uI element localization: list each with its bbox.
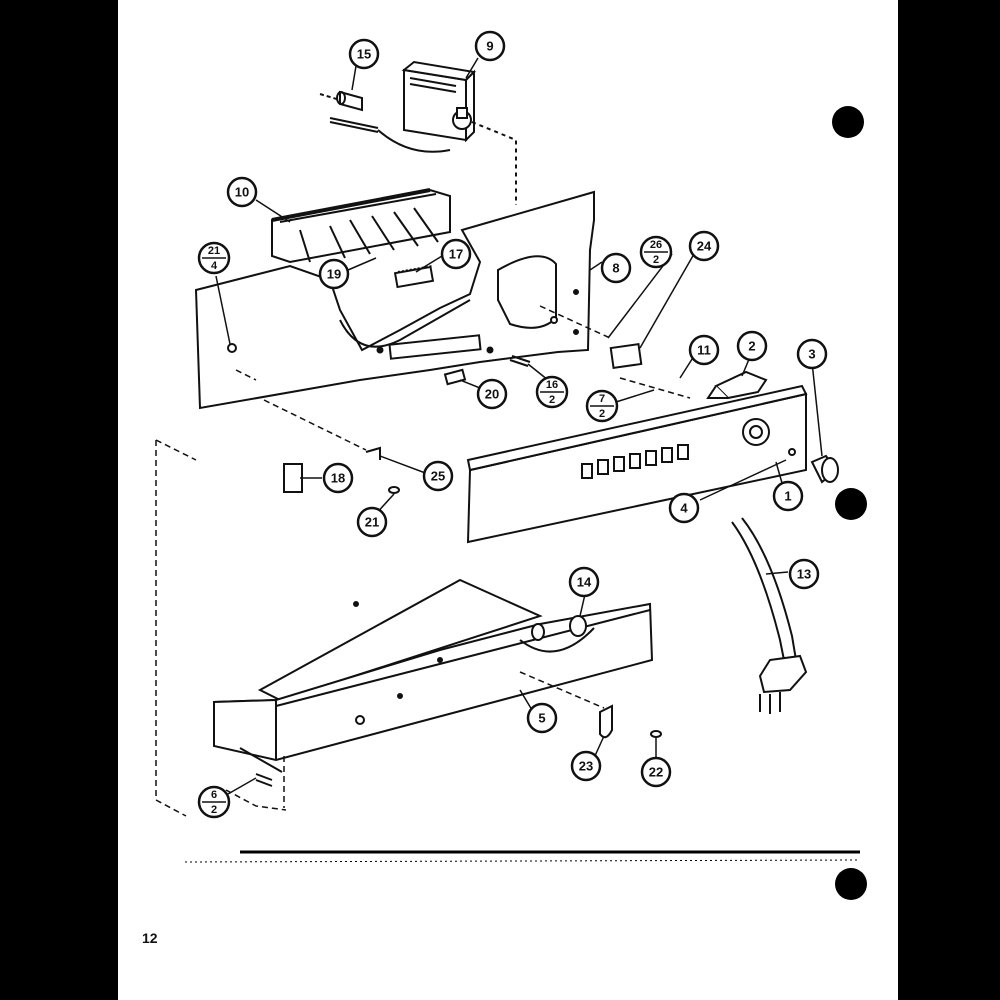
page-number: 12 (142, 930, 158, 946)
part-6-screw (255, 773, 273, 787)
svg-text:21: 21 (208, 245, 220, 257)
callout-1: 1 (772, 480, 804, 512)
svg-text:2: 2 (211, 804, 217, 816)
svg-text:7: 7 (599, 393, 605, 405)
callout-15: 15 (348, 38, 380, 70)
part-14-grommet (569, 615, 587, 637)
callout-20: 20 (476, 378, 508, 410)
callout-11: 11 (688, 334, 720, 366)
svg-text:26: 26 (650, 239, 662, 251)
svg-text:4: 4 (680, 501, 688, 516)
svg-text:18: 18 (331, 471, 345, 486)
part-control-box (377, 60, 517, 205)
part-knob (810, 454, 839, 484)
callout-8: 8 (600, 252, 632, 284)
callout-19: 19 (318, 258, 350, 290)
svg-text:15: 15 (357, 47, 371, 62)
part-front-panel-plate (466, 384, 808, 544)
punch-hole-middle (835, 488, 867, 520)
svg-text:13: 13 (797, 567, 811, 582)
svg-text:17: 17 (449, 247, 463, 262)
svg-text:10: 10 (235, 185, 249, 200)
bottom-rule-dotted (184, 859, 861, 863)
callout-13: 13 (788, 558, 820, 590)
svg-text:19: 19 (327, 267, 341, 282)
scan-border-left (0, 0, 118, 1000)
callout-23: 23 (570, 750, 602, 782)
svg-text:2: 2 (748, 339, 755, 354)
part-power-cord (731, 517, 808, 714)
svg-text:9: 9 (486, 39, 493, 54)
callout-17: 17 (440, 238, 472, 270)
callout-16-over-2: 16 2 (535, 375, 569, 409)
callout-18: 18 (322, 462, 354, 494)
svg-text:20: 20 (485, 387, 499, 402)
svg-text:2: 2 (549, 394, 555, 406)
svg-text:2: 2 (653, 254, 659, 266)
part-dispenser-mechanism (271, 188, 451, 289)
part-16-screw (509, 355, 531, 367)
callout-26-over-2: 26 2 (639, 235, 673, 269)
svg-text:3: 3 (808, 347, 815, 362)
part-lower-housing (213, 578, 654, 773)
callout-7-over-2: 7 2 (585, 389, 619, 423)
part-18-bracket (283, 463, 303, 493)
punch-hole-top (832, 106, 864, 138)
part-24-bracket (609, 343, 643, 369)
svg-text:22: 22 (649, 765, 663, 780)
svg-text:14: 14 (577, 575, 592, 590)
leader-lines (215, 57, 823, 795)
svg-text:25: 25 (431, 469, 445, 484)
callout-22: 22 (640, 756, 672, 788)
part-22-screw (650, 730, 662, 738)
part-bracket (706, 370, 768, 400)
svg-text:6: 6 (211, 789, 217, 801)
svg-text:8: 8 (612, 261, 619, 276)
callout-2: 2 (736, 330, 768, 362)
part-sensor-tube (319, 90, 379, 133)
svg-text:11: 11 (697, 343, 711, 358)
part-21-fastener (227, 343, 237, 353)
svg-text:2: 2 (599, 408, 605, 420)
svg-text:16: 16 (546, 379, 558, 391)
callout-9: 9 (474, 30, 506, 62)
callout-10: 10 (226, 176, 258, 208)
svg-text:4: 4 (211, 260, 218, 272)
part-back-panel (194, 190, 595, 410)
callout-4: 4 (668, 492, 700, 524)
part-21-screw (388, 486, 400, 494)
callout-6-over-2: 6 2 (197, 785, 231, 819)
callout-24: 24 (688, 230, 720, 262)
callout-21-over-4: 21 4 (197, 241, 231, 275)
callout-14: 14 (568, 566, 600, 598)
callout-25: 25 (422, 460, 454, 492)
svg-text:1: 1 (784, 489, 791, 504)
svg-text:24: 24 (697, 239, 712, 254)
callout-21: 21 (356, 506, 388, 538)
svg-text:21: 21 (365, 515, 379, 530)
punch-hole-bottom (835, 868, 867, 900)
callout-3: 3 (796, 338, 828, 370)
svg-text:5: 5 (538, 711, 545, 726)
part-25-clip (365, 446, 381, 460)
svg-text:23: 23 (579, 759, 593, 774)
small-hardware (227, 343, 662, 787)
part-20-clip (443, 368, 467, 386)
scan-border-right (898, 0, 1000, 1000)
assembly-lines (155, 305, 691, 817)
part-23-clip (599, 704, 613, 739)
callout-5: 5 (526, 702, 558, 734)
